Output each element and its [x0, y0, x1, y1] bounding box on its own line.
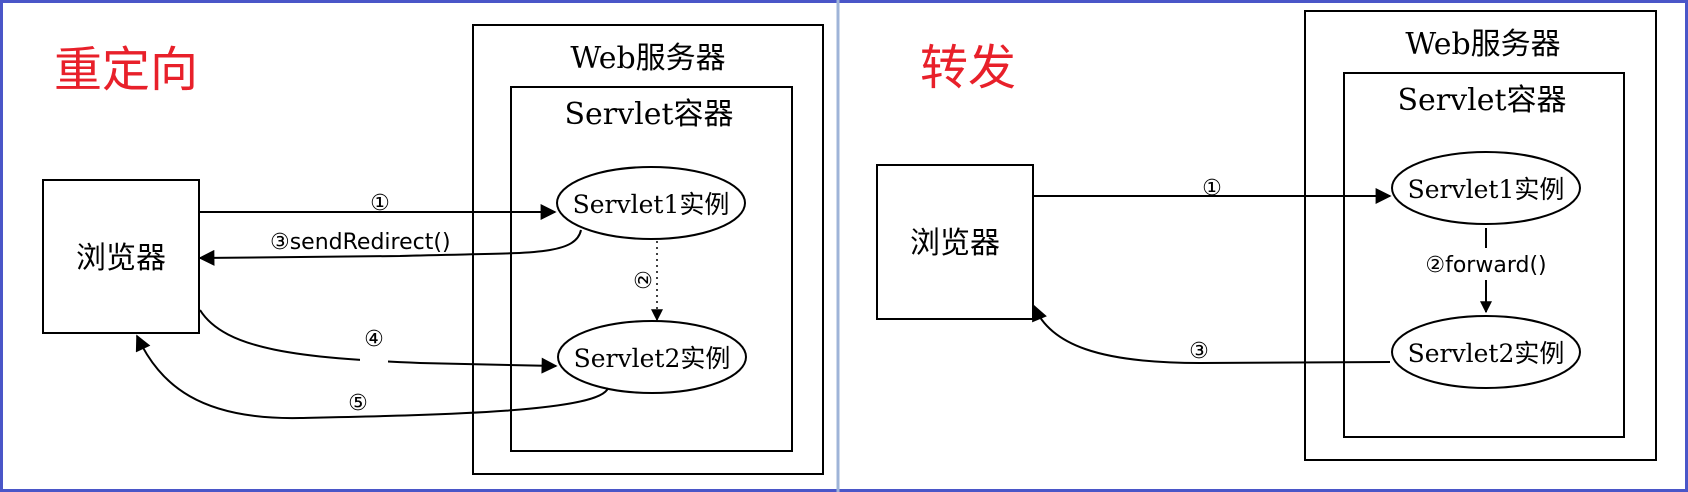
redirect-step3-arrow — [198, 229, 582, 266]
forward-web-server-box — [1304, 10, 1657, 461]
forward-servlet1-label: Servlet1实例 — [1408, 175, 1565, 204]
redirect-step4-label: ④ — [364, 327, 384, 352]
redirect-web-server-label: Web服务器 — [570, 41, 725, 76]
redirect-browser-box — [42, 179, 200, 334]
redirect-step4-label-gap — [360, 352, 388, 374]
redirect-title: 重定向 — [54, 42, 198, 98]
redirect-servlet-container-label: Servlet容器 — [565, 97, 734, 132]
redirect-step4-arrow — [199, 309, 558, 374]
redirect-servlet2-label: Servlet2实例 — [574, 344, 731, 373]
redirect-step3-label: ③sendRedirect() — [270, 230, 451, 255]
redirect-step5-label: ⑤ — [348, 391, 368, 416]
forward-step3-label: ③ — [1189, 339, 1209, 364]
forward-title: 转发 — [920, 40, 1016, 96]
forward-servlet-container-box — [1343, 72, 1625, 438]
forward-servlet-container-label: Servlet容器 — [1398, 83, 1567, 118]
redirect-servlet-container-box — [510, 86, 793, 452]
redirect-step5-arrow — [135, 334, 609, 420]
redirect-web-server-box — [472, 24, 824, 475]
redirect-servlet1-node — [556, 166, 746, 240]
forward-browser-box — [876, 164, 1034, 320]
forward-servlet1-node — [1391, 151, 1581, 225]
forward-servlet2-node — [1391, 315, 1581, 389]
redirect-step2-label: ② — [632, 270, 657, 290]
redirect-panel: 重定向 Web服务器 Servlet容器 浏览器 Servlet1实例 Serv… — [42, 24, 824, 475]
redirect-step1-label: ① — [370, 191, 390, 216]
forward-step2-label-bg — [1420, 248, 1552, 280]
forward-step3-arrow — [1032, 304, 1391, 365]
forward-servlet2-label: Servlet2实例 — [1408, 339, 1565, 368]
forward-step2-label: ②forward() — [1425, 253, 1546, 278]
forward-panel: 转发 Web服务器 Servlet容器 浏览器 Servlet1实例 Servl… — [876, 10, 1657, 461]
forward-step1-label: ① — [1202, 176, 1222, 201]
redirect-servlet1-label: Servlet1实例 — [573, 190, 730, 219]
redirect-browser-label: 浏览器 — [76, 241, 166, 276]
forward-web-server-label: Web服务器 — [1405, 27, 1560, 62]
forward-browser-label: 浏览器 — [910, 226, 1000, 261]
